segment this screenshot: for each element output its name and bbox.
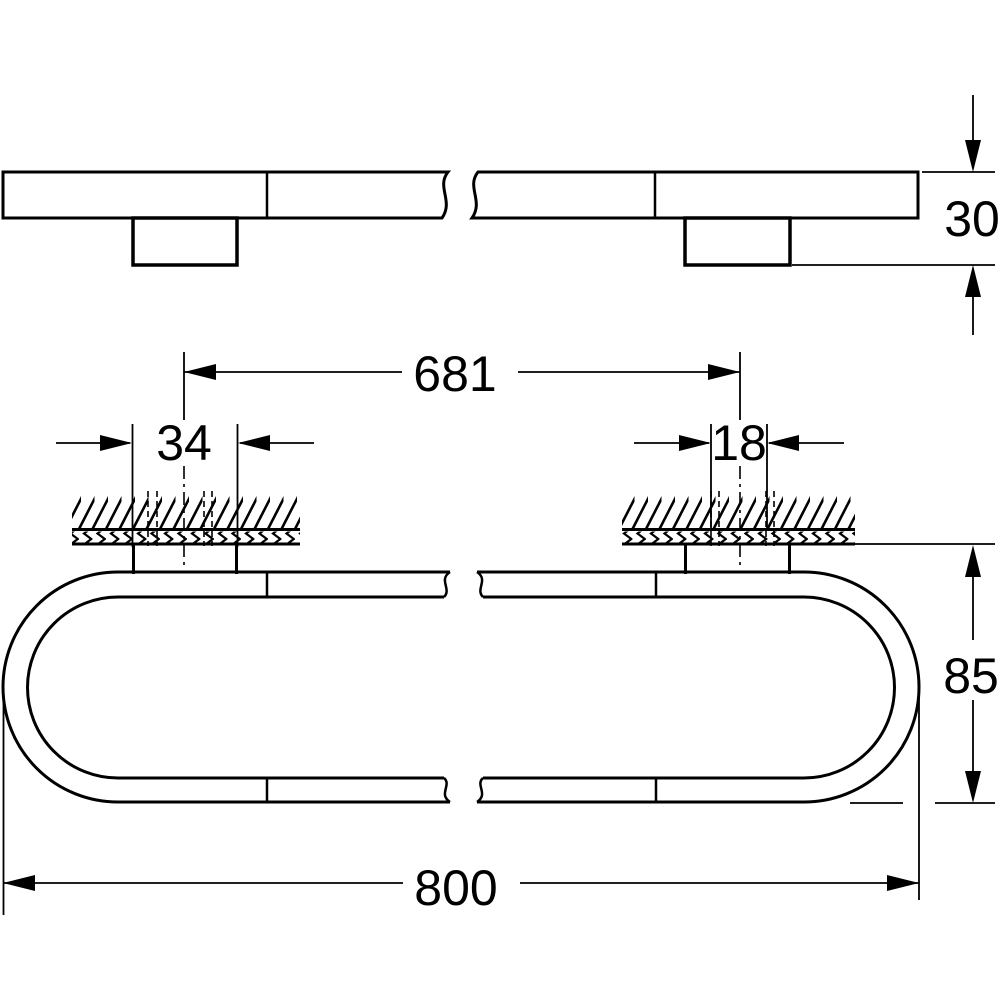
bar-left-segment	[1, 170, 452, 220]
dim-left-plate-label: 34	[156, 415, 212, 471]
dim-center-distance-label: 681	[413, 346, 496, 402]
wall-section-right	[622, 491, 855, 546]
arrowhead-right-icon	[679, 435, 711, 451]
dimension-left-plate: 34	[56, 415, 314, 568]
rail-outer-left	[1, 570, 450, 804]
break-line	[442, 570, 451, 598]
arrowhead-down-icon	[965, 771, 981, 803]
dim-right-plate-label: 18	[711, 415, 767, 471]
arrowhead-left-icon	[238, 435, 270, 451]
arrowhead-up-icon	[965, 265, 981, 297]
dim-height-label: 85	[943, 648, 999, 704]
wall-hatch	[622, 496, 855, 529]
arrowhead-down-icon	[965, 140, 981, 172]
break-line	[476, 570, 485, 598]
wall-section-left	[72, 491, 300, 546]
break-line	[476, 777, 484, 804]
dimension-height: 85	[850, 543, 999, 804]
arrowhead-left-icon	[184, 364, 216, 380]
break-line	[443, 777, 451, 804]
wall-hatch	[72, 496, 300, 529]
dimension-center-distance: 681	[183, 346, 741, 420]
dim-depth-label: 30	[944, 191, 1000, 247]
arrowhead-right-icon	[887, 875, 919, 891]
mounting-block-left	[131, 216, 239, 267]
rail-outer-right	[477, 570, 921, 804]
bar-right-segment	[469, 170, 920, 220]
dimension-right-plate: 18	[634, 415, 844, 568]
arrowhead-left-icon	[767, 435, 799, 451]
arrowhead-right-icon	[708, 364, 740, 380]
dim-length-label: 800	[414, 860, 497, 916]
wall-hatch-chevron	[72, 531, 300, 543]
top-view	[1, 170, 920, 267]
rail-inner-left	[26, 595, 444, 780]
arrowhead-left-icon	[3, 875, 35, 891]
arrowhead-up-icon	[965, 545, 981, 577]
mounting-block-right	[683, 216, 792, 267]
wall-hatch-chevron	[622, 531, 855, 543]
rail-inner-right	[483, 595, 896, 780]
front-view	[1, 545, 921, 804]
dimension-depth: 30	[792, 95, 1000, 335]
arrowhead-right-icon	[100, 435, 132, 451]
dimension-length: 800	[2, 690, 920, 916]
